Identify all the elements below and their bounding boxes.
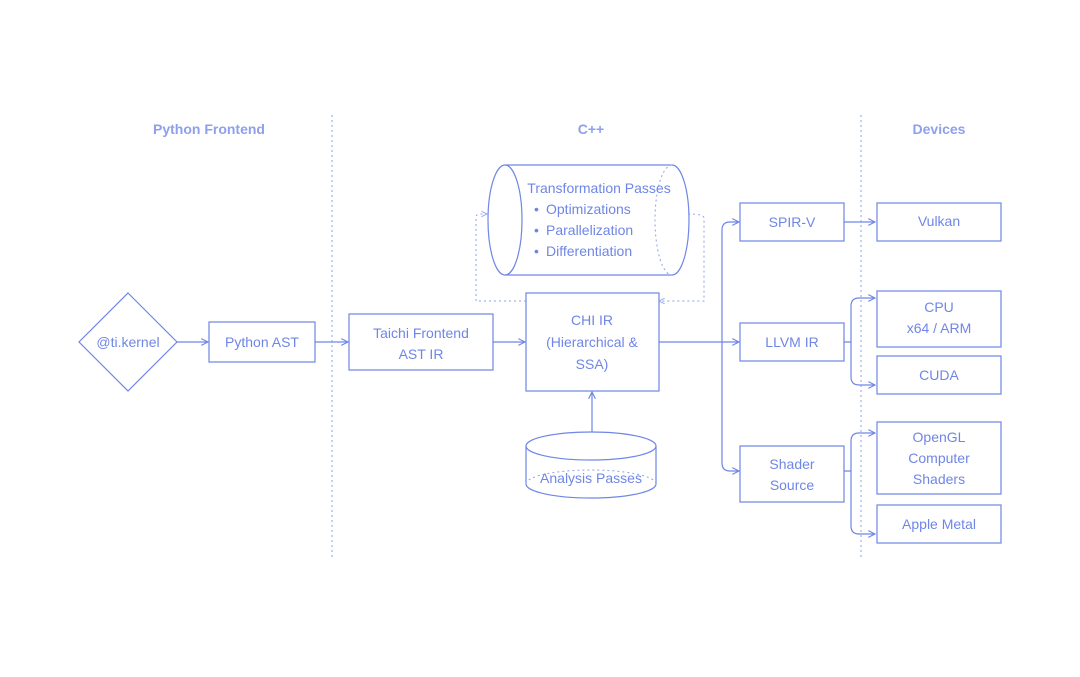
header-devices: Devices [913,121,966,137]
arrow-chi-to-shader [721,342,739,471]
arrow-shader-to-opengl [844,433,875,472]
taichi-frontend-node: Taichi Frontend AST IR [348,313,494,371]
llvm-ir-node: LLVM IR [739,322,845,362]
analysis-passes-label: Analysis Passes [540,470,642,486]
ti-kernel-label: @ti.kernel [96,334,159,350]
taichi-frontend-label-2: AST IR [399,346,444,362]
opengl-label-1: OpenGL [913,429,966,445]
arrow-llvm-to-cuda [850,342,875,385]
spirv-label: SPIR-V [769,214,816,230]
loop-to-transformation [475,214,526,302]
shader-source-node: Shader Source [739,445,845,503]
transformation-item-optimizations: Optimizations [546,201,631,217]
cuda-node: CUDA [876,355,1002,395]
chi-ir-label-3: SSA) [576,356,609,372]
arrow-shader-to-metal [850,471,875,534]
apple-metal-node: Apple Metal [876,504,1002,544]
cpu-label-1: CPU [924,299,954,315]
header-cpp: C++ [578,121,604,137]
apple-metal-label: Apple Metal [902,516,976,532]
transformation-item-parallelization: Parallelization [546,222,633,238]
opengl-node: OpenGL Computer Shaders [876,421,1002,495]
chi-ir-node: CHI IR (Hierarchical & SSA) [525,292,660,392]
bullet-icon: • [534,243,539,259]
vulkan-label: Vulkan [918,213,960,229]
chi-ir-label-1: CHI IR [571,312,613,328]
arrow-llvm-to-cpu [844,298,875,343]
bullet-icon: • [534,222,539,238]
python-ast-node: Python AST [208,321,316,363]
bullet-icon: • [534,201,539,217]
vulkan-node: Vulkan [876,202,1002,242]
taichi-frontend-label-1: Taichi Frontend [373,325,469,341]
opengl-label-3: Shaders [913,471,965,487]
analysis-passes-node: Analysis Passes [525,431,657,499]
arrow-chi-to-spirv [721,222,739,342]
shader-source-label-1: Shader [769,456,814,472]
transformation-passes-node: Transformation Passes • Optimizations • … [487,164,690,276]
llvm-ir-label: LLVM IR [765,334,818,350]
header-python-frontend: Python Frontend [153,121,265,137]
cpu-node: CPU x64 / ARM [876,290,1002,348]
opengl-label-2: Computer [908,450,970,466]
cpu-label-2: x64 / ARM [907,320,972,336]
chi-ir-label-2: (Hierarchical & [546,334,638,350]
python-ast-label: Python AST [225,334,299,350]
cuda-label: CUDA [919,367,959,383]
transformation-item-differentiation: Differentiation [546,243,632,259]
spirv-node: SPIR-V [739,202,845,242]
shader-source-label-2: Source [770,477,815,493]
transformation-title: Transformation Passes [527,180,670,196]
ti-kernel-node: @ti.kernel [78,292,178,392]
